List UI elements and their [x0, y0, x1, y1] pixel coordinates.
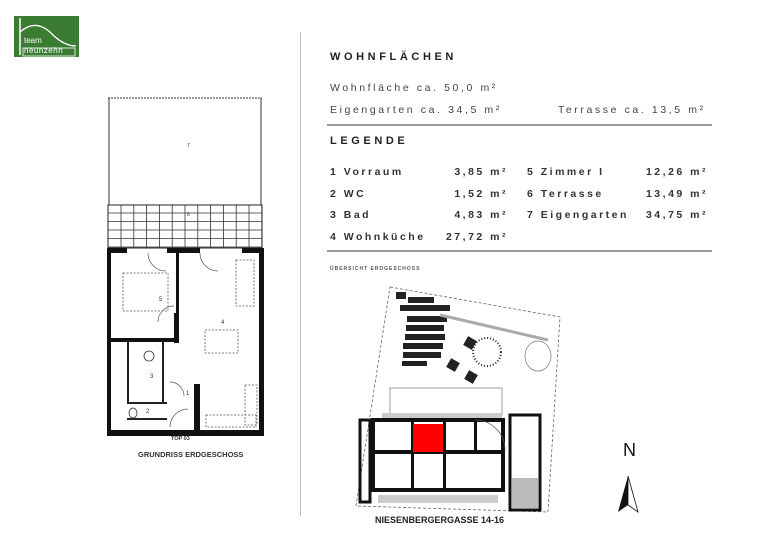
siteplan-title: ÜBERSICHT ERDGESCHOSS [330, 266, 421, 272]
logo: team neunzehn [14, 16, 79, 57]
wohnflaeche-text: Wohnfläche ca. 50,0 m² [330, 82, 498, 94]
room-number: 7 [187, 143, 190, 149]
eigengarten-text: Eigengarten ca. 34,5 m² [330, 104, 502, 116]
logo-text-2: neunzehn [24, 46, 64, 55]
divider [327, 250, 712, 252]
legend-label: 4 Wohnküche [330, 231, 426, 243]
room-number: 4 [221, 320, 225, 326]
legend-value: 13,49 m² [645, 188, 708, 200]
legend-label: 7 Eigengarten [527, 209, 629, 221]
siteplan-caption: NIESENBERGERGASSE 14-16 [375, 515, 505, 525]
divider [327, 124, 712, 126]
legend-label: 5 Zimmer I [527, 166, 605, 178]
legend-value: 12,26 m² [645, 166, 708, 178]
legend-value: 27,72 m² [445, 231, 508, 243]
north-arrow-icon [618, 475, 639, 513]
logo-mark [19, 18, 77, 57]
unit-label: TOP 03 [171, 436, 190, 442]
section-title-wohnflaechen: WOHNFLÄCHEN [330, 51, 457, 63]
logo-text-1: team [24, 36, 42, 45]
room-number: 6 [187, 212, 190, 218]
legend-value: 1,52 m² [454, 188, 508, 200]
north-label: N [623, 440, 636, 460]
room-number: 2 [146, 409, 150, 415]
legend-value: 3,85 m² [454, 166, 508, 178]
terrasse-text: Terrasse ca. 13,5 m² [558, 104, 706, 116]
legend-label: 2 WC [330, 188, 367, 200]
legend-label: 6 Terrasse [527, 188, 604, 200]
floorplan-caption: GRUNDRISS ERDGESCHOSS [138, 450, 244, 459]
room-number: 5 [159, 297, 163, 303]
vertical-divider [300, 32, 301, 516]
room-number: 1 [186, 391, 190, 397]
legend-value: 34,75 m² [645, 209, 708, 221]
legend-label: 3 Bad [330, 209, 372, 221]
legend-value: 4,83 m² [454, 209, 508, 221]
legend-label: 1 Vorraum [330, 166, 404, 178]
room-number: 3 [150, 374, 154, 380]
section-title-legende: LEGENDE [330, 135, 409, 147]
